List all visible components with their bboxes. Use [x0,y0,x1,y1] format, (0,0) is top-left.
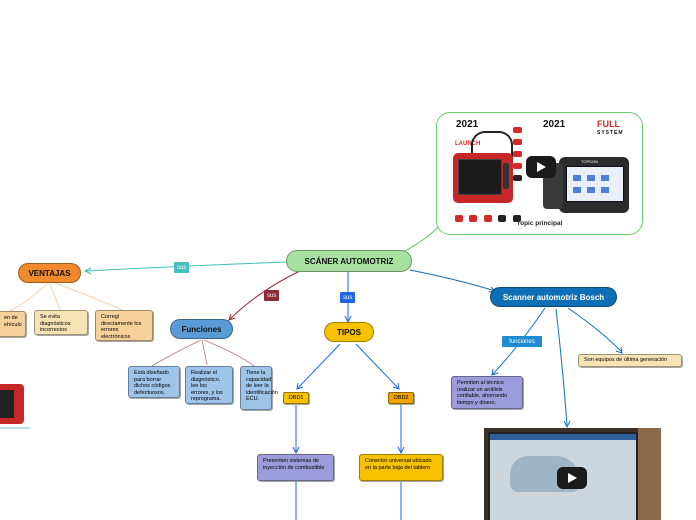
video-side-panel [638,428,661,520]
obd1-description-text: Presenten sistemas de inyección de combu… [263,458,325,471]
tipos-node[interactable]: TIPOS [324,322,374,342]
obd1-description[interactable]: Presenten sistemas de inyección de combu… [257,454,334,481]
bosch-label: Scanner automotriz Bosch [502,292,605,302]
ventajas-item-2[interactable]: Se evita diagnósticos incorrectos [34,310,88,335]
launch-logo: LAUNCH [455,141,481,147]
topic-caption: Topic principal [516,220,563,227]
obd1-node[interactable]: OBD1 [283,392,309,404]
funciones-item-1[interactable]: Está diseñado para borrar dichos códigos… [128,366,180,398]
funciones-tag-bosch: funciones [502,336,542,347]
feature-icons-left [513,127,525,207]
ventajas-item-2-text: Se evita diagnósticos incorrectos [40,314,71,333]
cable-graphic [471,131,513,161]
sus-tag-funciones: sus [264,290,280,301]
obd2-description-text: Conector universal ubicado en la parte b… [365,458,432,471]
obd1-label: OBD1 [288,395,304,401]
ventajas-item-1[interactable]: en de ehículo [0,311,26,337]
bosch-video-thumbnail[interactable] [484,428,661,520]
sus-tag-ventajas-label: sus [177,264,187,271]
ventajas-item-1-text: en de ehículo [4,315,22,328]
feature-icons-bottom [455,209,527,222]
central-topic[interactable]: SCÁNER AUTOMOTRIZ [286,250,412,272]
bosch-description-left[interactable]: Permiten al técnico realizar un análisis… [451,376,523,409]
funciones-label: Funciones [181,324,222,334]
tipos-label: TIPOS [336,327,361,337]
system-label: SYSTEM [597,130,624,136]
sus-tag-ventajas: sus [174,262,190,273]
year-badge-left: 2021 [456,119,479,130]
sus-tag-tipos: sus [340,292,356,303]
topdon-scanner-photo: 2021 FULL SYSTEM TOPDON [541,119,633,215]
funciones-node[interactable]: Funciones [170,319,233,339]
funciones-item-2[interactable]: Realizar el diagnóstico, lee los errores… [185,366,233,404]
year-badge-right: 2021 [543,119,566,130]
topic-image-node[interactable]: 2021 LAUNCH 2021 FULL SYSTEM TOPDON [436,112,643,235]
sus-tag-funciones-label: sus [267,292,277,299]
bosch-description-right[interactable]: Son equipos de última generación [578,354,682,367]
bosch-description-left-text: Permiten al técnico realizar un análisis… [457,380,508,406]
funciones-item-3[interactable]: Tiene la capacidad de leer la identifica… [240,366,278,410]
full-label: FULL [597,119,620,129]
funciones-tag-bosch-label: funciones [509,338,535,345]
launch-scanner-photo: 2021 LAUNCH [449,119,527,222]
obd2-description[interactable]: Conector universal ubicado en la parte b… [359,454,443,481]
ventajas-item-3[interactable]: Corregí directamente los errores electró… [95,310,153,341]
video-play-icon-bosch[interactable] [557,467,587,489]
central-topic-label: SCÁNER AUTOMOTRIZ [304,256,394,266]
video-play-icon[interactable] [526,156,556,178]
launch-device-buttons [503,163,509,189]
launch-device-screen [458,159,502,195]
launch-device-body [453,153,513,203]
ventajas-item-3-text: Corregí directamente los errores electró… [101,314,142,340]
obd2-label: OBD2 [393,395,409,401]
funciones-item-2-text: Realizar el diagnóstico, lee los errores… [191,370,223,402]
topdon-device-body: TOPDON [559,157,629,213]
obd2-node[interactable]: OBD2 [388,392,414,404]
partial-device-screen [0,390,14,418]
partial-device-image[interactable] [0,384,24,424]
bosch-description-right-text: Son equipos de última generación [584,357,668,364]
funciones-item-3-text: Tiene la capacidad de leer la identifica… [246,370,278,402]
funciones-item-1-text: Está diseñado para borrar dichos códigos… [134,370,171,396]
sus-tag-tipos-label: sus [343,294,353,301]
topdon-brand: TOPDON [581,159,599,164]
ventajas-label: VENTAJAS [28,268,71,278]
video-monitor-titlebar [490,434,636,440]
ventajas-node[interactable]: VENTAJAS [18,263,81,283]
topdon-screen [566,166,624,202]
bosch-node[interactable]: Scanner automotriz Bosch [490,287,617,307]
